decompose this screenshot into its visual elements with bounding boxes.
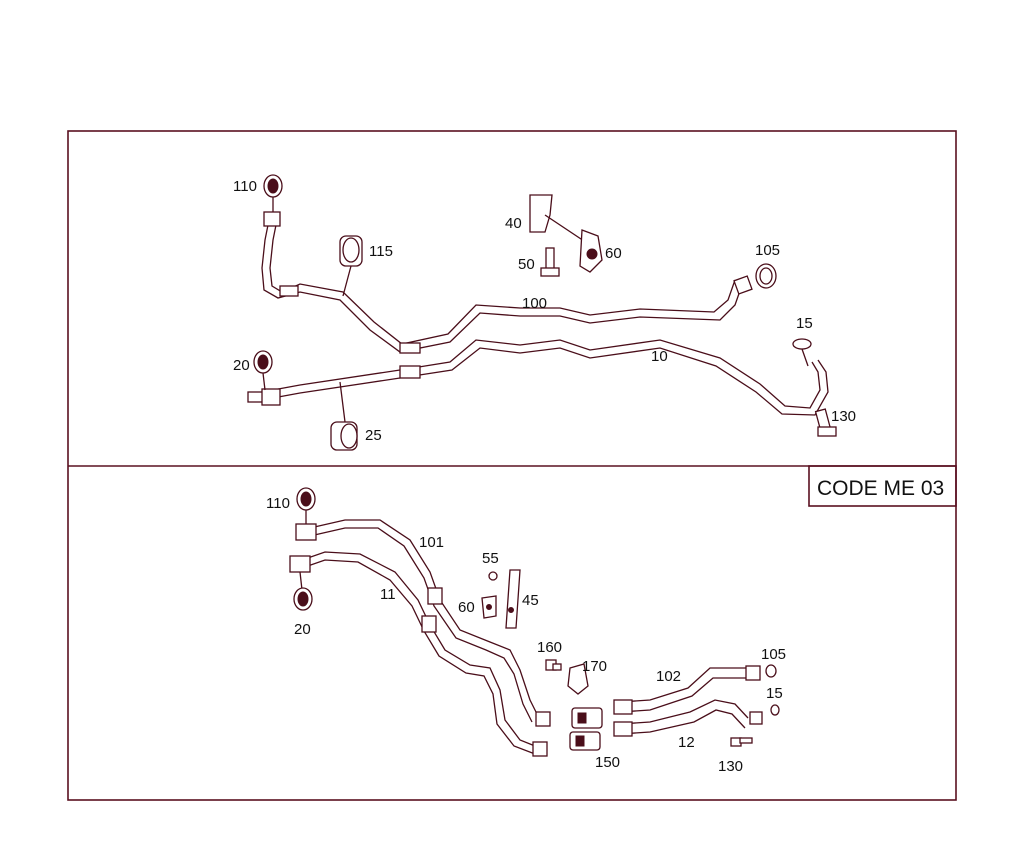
label-20-top: 20 xyxy=(233,357,250,374)
hose-11 xyxy=(301,551,548,757)
label-100-top: 100 xyxy=(522,295,547,312)
label-55-bottom: 55 xyxy=(482,550,499,567)
label-170-bottom: 170 xyxy=(582,658,607,675)
label-40-top: 40 xyxy=(505,215,522,232)
label-20-bottom: 20 xyxy=(294,621,311,638)
part-60-clip xyxy=(579,229,603,273)
part-105-seal-bottom xyxy=(765,664,777,678)
hose-10 xyxy=(247,339,829,416)
part-20-seal xyxy=(253,350,273,391)
label-115-top: 115 xyxy=(369,243,393,260)
fitting-11-left xyxy=(289,555,311,573)
part-60-clip-bottom xyxy=(481,595,497,619)
label-11-bottom: 11 xyxy=(380,586,396,603)
label-50-top: 50 xyxy=(518,256,535,273)
label-110-bottom: 110 xyxy=(266,495,290,512)
part-45-bracket xyxy=(505,569,521,629)
label-60-top: 60 xyxy=(605,245,622,262)
label-60-bottom: 60 xyxy=(458,599,475,616)
part-25-sleeve xyxy=(330,381,358,451)
part-110-seal-bottom xyxy=(296,487,316,524)
part-15-seal-bottom xyxy=(770,704,780,716)
label-130-top: 130 xyxy=(831,408,856,425)
label-160-bottom: 160 xyxy=(537,639,562,656)
label-105-bottom: 105 xyxy=(761,646,786,663)
fitting-101-left xyxy=(295,523,317,541)
code-box xyxy=(808,465,957,507)
part-55-nut xyxy=(488,571,498,581)
part-160-bolt xyxy=(545,659,562,671)
part-130-bolt-bottom xyxy=(730,737,753,747)
part-130-bolt xyxy=(814,408,837,437)
part-15-seal xyxy=(792,338,812,367)
label-15-bottom: 15 xyxy=(766,685,783,702)
part-115-sleeve xyxy=(339,235,363,297)
label-101-bottom: 101 xyxy=(419,534,444,551)
label-110-top: 110 xyxy=(233,178,257,195)
part-150-block xyxy=(569,707,603,751)
part-105-seal xyxy=(755,263,777,289)
label-12-bottom: 12 xyxy=(678,734,695,751)
hose-100 xyxy=(261,224,753,354)
hose-101 xyxy=(309,519,551,727)
bottom-panel: 110 20 101 11 55 45 60 xyxy=(266,487,786,775)
part-110-seal xyxy=(263,174,283,227)
hose-102 xyxy=(613,665,761,715)
part-50-bolt xyxy=(540,247,560,277)
label-102-bottom: 102 xyxy=(656,668,681,685)
label-25-top: 25 xyxy=(365,427,382,444)
part-170-clip xyxy=(567,663,589,695)
part-20-seal-bottom xyxy=(293,571,313,611)
label-130-bottom: 130 xyxy=(718,758,743,775)
code-box-text: CODE ME 03 xyxy=(817,477,944,500)
hose-12 xyxy=(613,699,763,737)
label-150-bottom: 150 xyxy=(595,754,620,771)
label-45-bottom: 45 xyxy=(522,592,539,609)
label-10-top: 10 xyxy=(651,348,668,365)
label-105-top: 105 xyxy=(755,242,780,259)
top-panel: 110 115 40 60 50 105 xyxy=(233,174,856,451)
label-15-top: 15 xyxy=(796,315,813,332)
